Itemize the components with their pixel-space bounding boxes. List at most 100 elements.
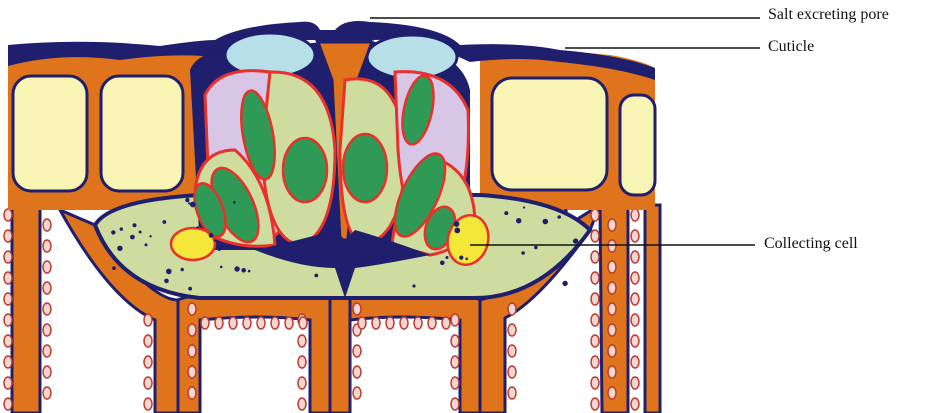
label-salt-excreting-pore: Salt excreting pore (768, 6, 889, 24)
cytoplasm-granule (181, 268, 184, 271)
chloroplast (508, 387, 516, 399)
chloroplast (353, 345, 361, 357)
chloroplast (631, 209, 639, 221)
chloroplast (386, 317, 394, 329)
cytoplasm-granule (220, 266, 223, 269)
cytoplasm-granule (145, 243, 148, 246)
cytoplasm-granule (130, 235, 135, 240)
cytoplasm-granule (412, 284, 415, 287)
chloroplast (353, 366, 361, 378)
chloroplast (608, 240, 616, 252)
chloroplast (43, 345, 51, 357)
chloroplast (451, 377, 459, 389)
chloroplast (451, 398, 459, 410)
cytoplasm-granule (314, 274, 318, 278)
chloroplast (4, 209, 12, 221)
epidermal-cell (620, 95, 655, 195)
chloroplast (508, 303, 516, 315)
cytoplasm-granule (504, 211, 508, 215)
cytoplasm-granule (367, 259, 370, 262)
chloroplast (400, 317, 408, 329)
chloroplast (508, 324, 516, 336)
cytoplasm-granule (248, 270, 251, 273)
label-cuticle: Cuticle (768, 38, 814, 56)
cytoplasm-granule (214, 239, 216, 241)
chloroplast (43, 366, 51, 378)
chloroplast (4, 272, 12, 284)
chloroplast (508, 345, 516, 357)
chloroplast (631, 335, 639, 347)
epidermal-cell (492, 78, 607, 190)
cytoplasm-granule (233, 201, 236, 204)
cytoplasm-granule (454, 228, 460, 234)
chloroplast (608, 366, 616, 378)
cytoplasm-granule (440, 261, 445, 266)
chloroplast (353, 387, 361, 399)
chloroplast (4, 398, 12, 410)
cytoplasm-granule (209, 233, 214, 238)
chloroplast (4, 314, 12, 326)
chloroplast (608, 303, 616, 315)
cytoplasm-granule (111, 230, 115, 234)
chloroplast (451, 335, 459, 347)
cytoplasm-granule (164, 279, 169, 284)
chloroplast (631, 293, 639, 305)
cytoplasm-granule (557, 215, 561, 219)
chloroplast (591, 293, 599, 305)
chloroplast (229, 317, 237, 329)
chloroplast (188, 303, 196, 315)
cytoplasm-granule (564, 209, 568, 213)
chloroplast (43, 240, 51, 252)
cytoplasm-granule (465, 258, 468, 261)
chloroplast (591, 377, 599, 389)
cytoplasm-granule (149, 235, 151, 237)
cytoplasm-granule (112, 266, 116, 270)
chloroplast (43, 261, 51, 273)
chloroplast (144, 335, 152, 347)
chloroplast (631, 230, 639, 242)
chloroplast (591, 335, 599, 347)
chloroplast (215, 317, 223, 329)
chloroplast (298, 377, 306, 389)
cytoplasm-granule (234, 266, 239, 271)
chloroplast (608, 345, 616, 357)
chloroplast (243, 317, 251, 329)
cytoplasm-granule (188, 202, 190, 204)
chloroplast (414, 317, 422, 329)
chloroplast (298, 356, 306, 368)
nucleus (343, 134, 387, 202)
cytoplasm-granule (459, 256, 463, 260)
chloroplast (285, 317, 293, 329)
label-collecting-cell: Collecting cell (764, 235, 858, 253)
chloroplast (372, 317, 380, 329)
cytoplasm-granule (218, 248, 221, 251)
chloroplast (43, 303, 51, 315)
cytoplasm-granule (241, 268, 246, 273)
chloroplast (4, 293, 12, 305)
cytoplasm-granule (166, 269, 172, 275)
chloroplast (43, 282, 51, 294)
chloroplast (298, 398, 306, 410)
chloroplast (43, 324, 51, 336)
chloroplast (299, 317, 307, 329)
chloroplast (591, 209, 599, 221)
chloroplast (188, 366, 196, 378)
cytoplasm-granule (516, 218, 521, 223)
chloroplast (4, 230, 12, 242)
chloroplast (608, 282, 616, 294)
chloroplast (608, 387, 616, 399)
chloroplast (631, 356, 639, 368)
chloroplast (298, 335, 306, 347)
chloroplast (631, 398, 639, 410)
chloroplast (451, 356, 459, 368)
chloroplast (144, 356, 152, 368)
chloroplast (591, 251, 599, 263)
chloroplast (4, 251, 12, 263)
cytoplasm-granule (197, 226, 199, 228)
cytoplasm-granule (188, 287, 192, 291)
cytoplasm-granule (562, 281, 567, 286)
cytoplasm-granule (117, 246, 122, 251)
chloroplast (591, 272, 599, 284)
cytoplasm-granule (446, 256, 449, 259)
